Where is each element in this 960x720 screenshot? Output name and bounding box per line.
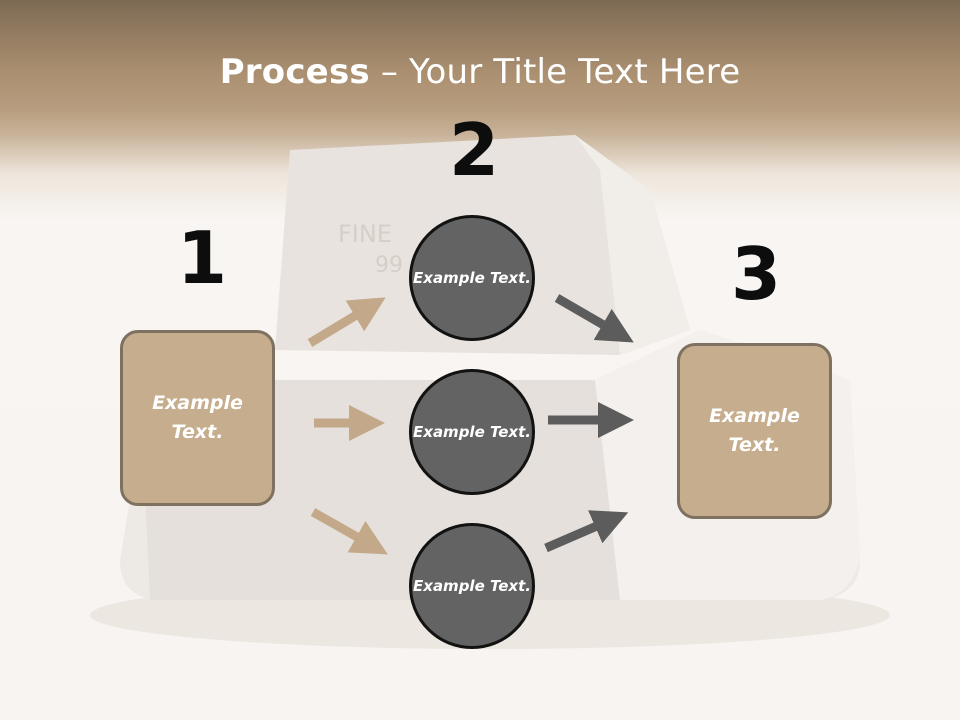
step-1-text: Example Text.	[152, 392, 243, 443]
step-2-circle-middle: Example Text.	[409, 369, 535, 495]
circle-middle-text: Example Text.	[413, 422, 531, 441]
step-number-1: 1	[177, 216, 228, 300]
title-bold: Process	[219, 52, 370, 92]
circle-bottom-text: Example Text.	[413, 576, 531, 595]
arrow-box1-to-circle1	[307, 297, 386, 347]
step-number-2: 2	[449, 108, 500, 192]
step-1-box: Example Text.	[120, 330, 275, 506]
circle-top-text: Example Text.	[413, 268, 531, 287]
step-3-box: Example Text.	[677, 343, 832, 519]
slide-title: Process – Your Title Text Here	[0, 52, 960, 92]
arrow-box1-to-circle3	[310, 508, 388, 555]
step-3-text: Example Text.	[709, 405, 800, 456]
step-number-3: 3	[731, 232, 782, 316]
svg-text:FINE: FINE	[338, 220, 392, 248]
step-2-circle-top: Example Text.	[409, 215, 535, 341]
svg-text:99: 99	[375, 253, 403, 278]
step-2-circle-bottom: Example Text.	[409, 523, 535, 649]
title-rest: – Your Title Text Here	[369, 52, 741, 92]
arrow-circle1-to-box3	[554, 294, 634, 343]
arrow-circle3-to-box3	[544, 510, 629, 553]
